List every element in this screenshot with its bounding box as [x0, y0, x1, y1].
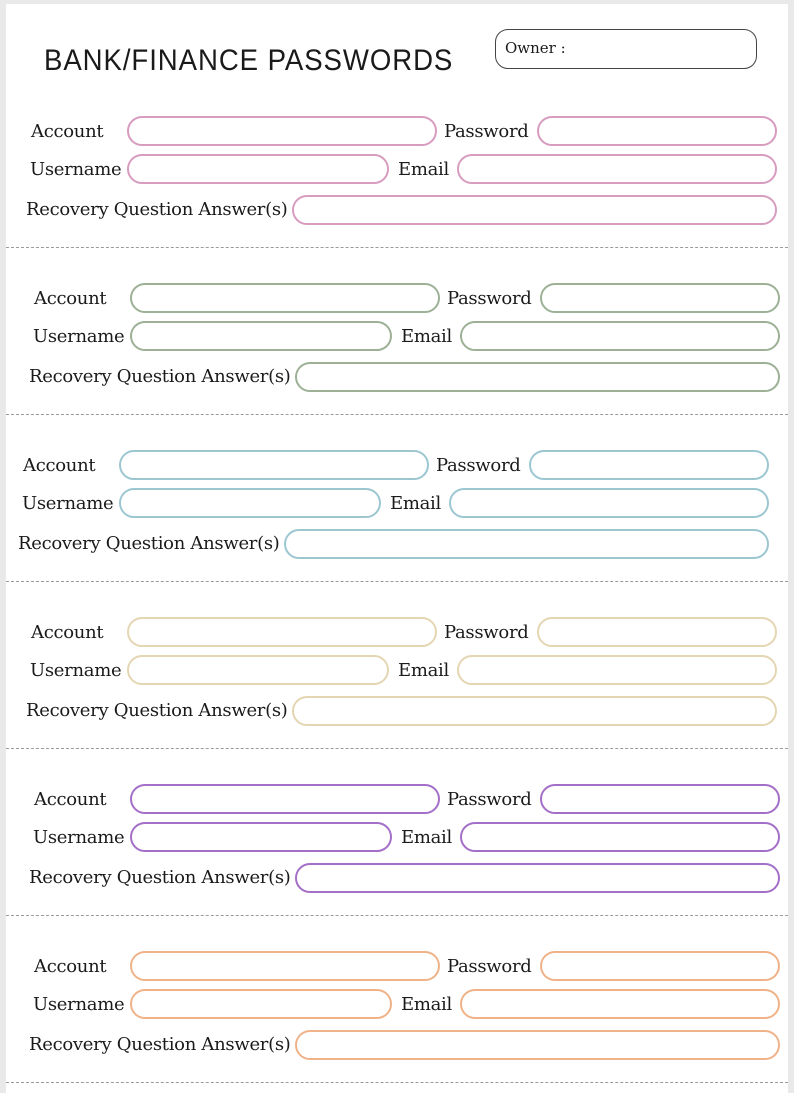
- username-label: Username: [33, 326, 125, 347]
- password-label: Password: [436, 455, 521, 476]
- recovery-label: Recovery Question Answer(s): [29, 867, 291, 888]
- account-label: Account: [31, 121, 104, 142]
- password-input[interactable]: [540, 283, 780, 313]
- section-divider: [6, 748, 788, 749]
- password-input[interactable]: [537, 617, 777, 647]
- email-label: Email: [398, 660, 449, 681]
- section-divider: [6, 1082, 788, 1083]
- account-input[interactable]: [130, 951, 440, 981]
- password-input[interactable]: [540, 784, 780, 814]
- section-divider: [6, 414, 788, 415]
- account-label: Account: [34, 288, 107, 309]
- email-label: Email: [401, 326, 452, 347]
- recovery-label: Recovery Question Answer(s): [29, 366, 291, 387]
- owner-label: Owner :: [505, 39, 566, 57]
- account-input[interactable]: [127, 617, 437, 647]
- username-input[interactable]: [130, 989, 392, 1019]
- username-input[interactable]: [127, 655, 389, 685]
- email-input[interactable]: [460, 989, 780, 1019]
- account-label: Account: [23, 455, 96, 476]
- username-input[interactable]: [119, 488, 381, 518]
- username-input[interactable]: [127, 154, 389, 184]
- recovery-label: Recovery Question Answer(s): [29, 1034, 291, 1055]
- section-divider: [6, 247, 788, 248]
- account-label: Account: [34, 956, 107, 977]
- recovery-input[interactable]: [292, 696, 777, 726]
- email-input[interactable]: [460, 321, 780, 351]
- page-title: BANK/FINANCE PASSWORDS: [44, 44, 454, 77]
- email-label: Email: [390, 493, 441, 514]
- username-label: Username: [30, 660, 122, 681]
- username-label: Username: [30, 159, 122, 180]
- username-label: Username: [33, 827, 125, 848]
- email-label: Email: [401, 827, 452, 848]
- recovery-input[interactable]: [295, 1030, 780, 1060]
- recovery-label: Recovery Question Answer(s): [26, 700, 288, 721]
- recovery-label: Recovery Question Answer(s): [18, 533, 280, 554]
- password-label: Password: [447, 789, 532, 810]
- email-input[interactable]: [449, 488, 769, 518]
- username-input[interactable]: [130, 822, 392, 852]
- username-input[interactable]: [130, 321, 392, 351]
- account-label: Account: [31, 622, 104, 643]
- password-label: Password: [447, 956, 532, 977]
- recovery-input[interactable]: [292, 195, 777, 225]
- password-input[interactable]: [529, 450, 769, 480]
- account-input[interactable]: [130, 283, 440, 313]
- username-label: Username: [33, 994, 125, 1015]
- email-input[interactable]: [457, 655, 777, 685]
- recovery-input[interactable]: [295, 863, 780, 893]
- owner-field[interactable]: Owner :: [495, 29, 757, 69]
- recovery-input[interactable]: [284, 529, 769, 559]
- password-label: Password: [447, 288, 532, 309]
- account-label: Account: [34, 789, 107, 810]
- section-divider: [6, 581, 788, 582]
- account-input[interactable]: [130, 784, 440, 814]
- password-input[interactable]: [537, 116, 777, 146]
- account-input[interactable]: [119, 450, 429, 480]
- email-label: Email: [398, 159, 449, 180]
- password-input[interactable]: [540, 951, 780, 981]
- password-label: Password: [444, 622, 529, 643]
- username-label: Username: [22, 493, 114, 514]
- email-label: Email: [401, 994, 452, 1015]
- password-label: Password: [444, 121, 529, 142]
- section-divider: [6, 915, 788, 916]
- recovery-input[interactable]: [295, 362, 780, 392]
- email-input[interactable]: [460, 822, 780, 852]
- account-input[interactable]: [127, 116, 437, 146]
- email-input[interactable]: [457, 154, 777, 184]
- recovery-label: Recovery Question Answer(s): [26, 199, 288, 220]
